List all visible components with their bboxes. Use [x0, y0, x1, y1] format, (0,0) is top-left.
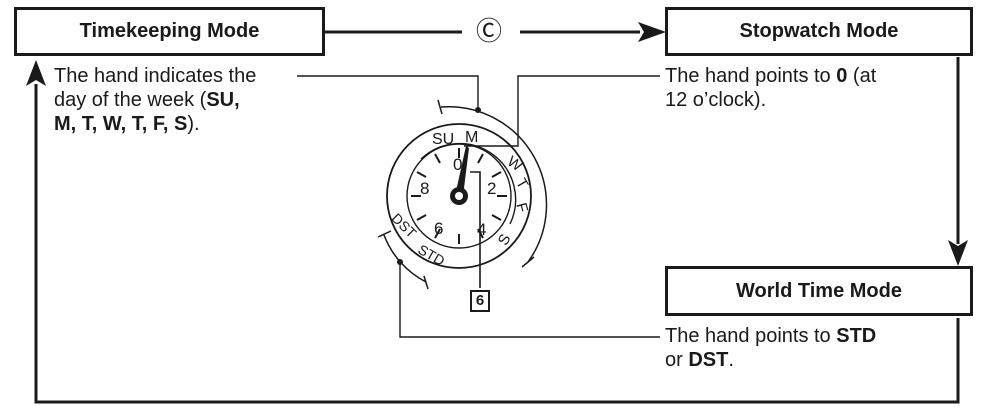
dial-tick	[416, 171, 427, 178]
dial-tick	[491, 171, 502, 178]
dial-tick	[434, 153, 441, 164]
wt-desc-line1-bold: STD	[836, 325, 877, 347]
dial-tick	[416, 214, 427, 221]
arrow-to-stopwatch	[638, 22, 666, 42]
day-label-su: SU	[432, 131, 454, 148]
timekeeping-mode-box: Timekeeping Mode	[14, 7, 325, 56]
day-subdial-arc	[420, 142, 517, 225]
std-arc-end-left	[377, 230, 392, 238]
wt-desc-line2-prefix: or	[665, 349, 689, 371]
hand-label-box: 6	[470, 290, 490, 312]
dial-number-8: 8	[420, 179, 429, 198]
wt-desc-line2-bold: DST	[688, 349, 729, 371]
std-arc-end-right	[423, 275, 429, 290]
tk-desc-line2-bold: SU,	[206, 89, 240, 111]
wt-desc-line2-suffix: .	[728, 349, 734, 371]
dial-number-4: 4	[477, 220, 486, 239]
dial-number-6: 6	[434, 219, 443, 238]
leader-worldtime	[399, 262, 660, 338]
dial-tick	[434, 228, 441, 239]
arrow-to-timekeeping	[26, 60, 46, 86]
world-time-description: The hand points to STD or DST.	[665, 324, 876, 372]
day-label-w: W	[504, 153, 526, 176]
watch-hand	[455, 146, 469, 196]
day-label-m: M	[465, 129, 478, 146]
sw-desc-line2: 12 o’clock).	[665, 89, 767, 111]
day-label-f: F	[512, 201, 531, 214]
std-dst-arc	[383, 234, 427, 283]
sw-desc-line1-prefix: The hand points to	[665, 65, 837, 87]
dial-number-0: 0	[453, 155, 462, 174]
hand-label-leader	[470, 171, 481, 288]
dial-tick	[477, 153, 484, 164]
leader-stopwatch	[464, 75, 660, 147]
sw-desc-line1-bold: 0	[836, 65, 848, 87]
tk-desc-line3-bold: M, T, W, T, F, S	[54, 113, 188, 135]
timekeeping-description: The hand indicates the day of the week (…	[54, 64, 256, 136]
tk-desc-line3-suffix: ).	[187, 113, 200, 135]
day-range-arc	[440, 105, 548, 263]
tk-desc-line1: The hand indicates the	[54, 65, 257, 87]
world-time-mode-box: World Time Mode	[665, 266, 973, 316]
leader-timekeeping	[297, 75, 479, 110]
stopwatch-description: The hand points to 0 (at 12 o’clock).	[665, 64, 876, 112]
wt-desc-line1-prefix: The hand points to	[665, 325, 837, 347]
hand-pivot-center	[455, 192, 463, 200]
dial-outer-ring	[386, 123, 532, 269]
c-button-icon: Ⓒ	[476, 16, 503, 46]
arrow-to-worldtime	[948, 240, 968, 266]
sw-desc-line1-suffix: (at	[847, 65, 877, 87]
connector-return-loop	[34, 84, 960, 404]
day-arc-end-bottom	[521, 256, 535, 268]
dial-number-2: 2	[487, 179, 496, 198]
dial-label-dst: DST	[389, 210, 420, 241]
day-arc-end-top	[437, 99, 443, 115]
stopwatch-mode-box: Stopwatch Mode	[665, 7, 973, 56]
tk-desc-line2-prefix: day of the week (	[54, 89, 207, 111]
dial-tick	[491, 214, 502, 221]
